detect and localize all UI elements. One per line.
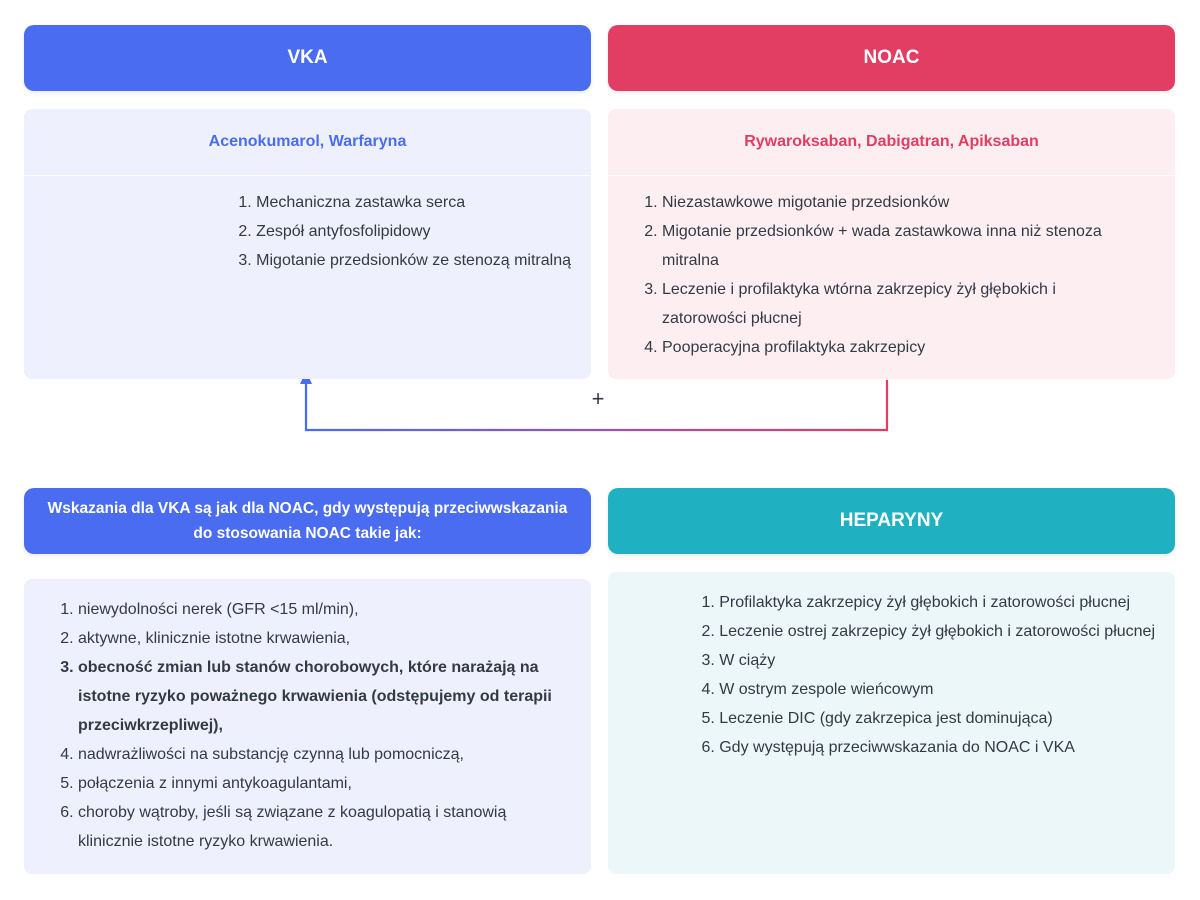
list-item: choroby wątroby, jeśli są związane z koa… <box>78 798 555 856</box>
list-item: Pooperacyjna profilaktyka zakrzepicy <box>662 333 1105 362</box>
list-item: Leczenie DIC (gdy zakrzepica jest dominu… <box>719 704 1155 733</box>
noac-subtitle: Rywaroksaban, Dabigatran, Apiksaban <box>608 109 1175 176</box>
contra-list: niewydolności nerek (GFR <15 ml/min), ak… <box>24 595 555 856</box>
vka-list: Mechaniczna zastawka serca Zespół antyfo… <box>202 188 571 275</box>
heparyny-panel: Profilaktyka zakrzepicy żył głębokich i … <box>608 572 1175 874</box>
contra-panel: niewydolności nerek (GFR <15 ml/min), ak… <box>24 579 591 874</box>
contra-header: Wskazania dla VKA są jak dla NOAC, gdy w… <box>24 488 591 554</box>
list-item: Mechaniczna zastawka serca <box>256 188 571 217</box>
list-item: nadwrażliwości na substancję czynną lub … <box>78 740 555 769</box>
heparyny-header: HEPARYNY <box>608 488 1175 554</box>
list-item: Profilaktyka zakrzepicy żył głębokich i … <box>719 588 1155 617</box>
list-item: Leczenie i profilaktyka wtórna zakrzepic… <box>662 275 1105 333</box>
list-item: W ostrym zespole wieńcowym <box>719 675 1155 704</box>
list-item: Migotanie przedsionków + wada zastawkowa… <box>662 217 1105 275</box>
list-item: Zespół antyfosfolipidowy <box>256 217 571 246</box>
connector-plus: + <box>591 386 605 411</box>
vka-subtitle: Acenokumarol, Warfaryna <box>24 109 591 176</box>
vka-header: VKA <box>24 25 591 91</box>
noac-list: Niezastawkowe migotanie przedsionków Mig… <box>608 188 1105 362</box>
vka-panel: Acenokumarol, Warfaryna Mechaniczna zast… <box>24 109 591 379</box>
list-item: Leczenie ostrej zakrzepicy żył głębokich… <box>719 617 1155 646</box>
noac-header: NOAC <box>608 25 1175 91</box>
list-item: W ciąży <box>719 646 1155 675</box>
list-item: aktywne, klinicznie istotne krwawienia, <box>78 624 555 653</box>
list-item: Gdy występują przeciwwskazania do NOAC i… <box>719 733 1155 762</box>
heparyny-list: Profilaktyka zakrzepicy żył głębokich i … <box>665 588 1155 762</box>
list-item: Migotanie przedsionków ze stenozą mitral… <box>256 246 571 275</box>
list-item: Niezastawkowe migotanie przedsionków <box>662 188 1105 217</box>
noac-panel: Rywaroksaban, Dabigatran, Apiksaban Niez… <box>608 109 1175 379</box>
list-item: połączenia z innymi antykoagulantami, <box>78 769 555 798</box>
list-item: obecność zmian lub stanów chorobowych, k… <box>78 653 555 740</box>
list-item: niewydolności nerek (GFR <15 ml/min), <box>78 595 555 624</box>
